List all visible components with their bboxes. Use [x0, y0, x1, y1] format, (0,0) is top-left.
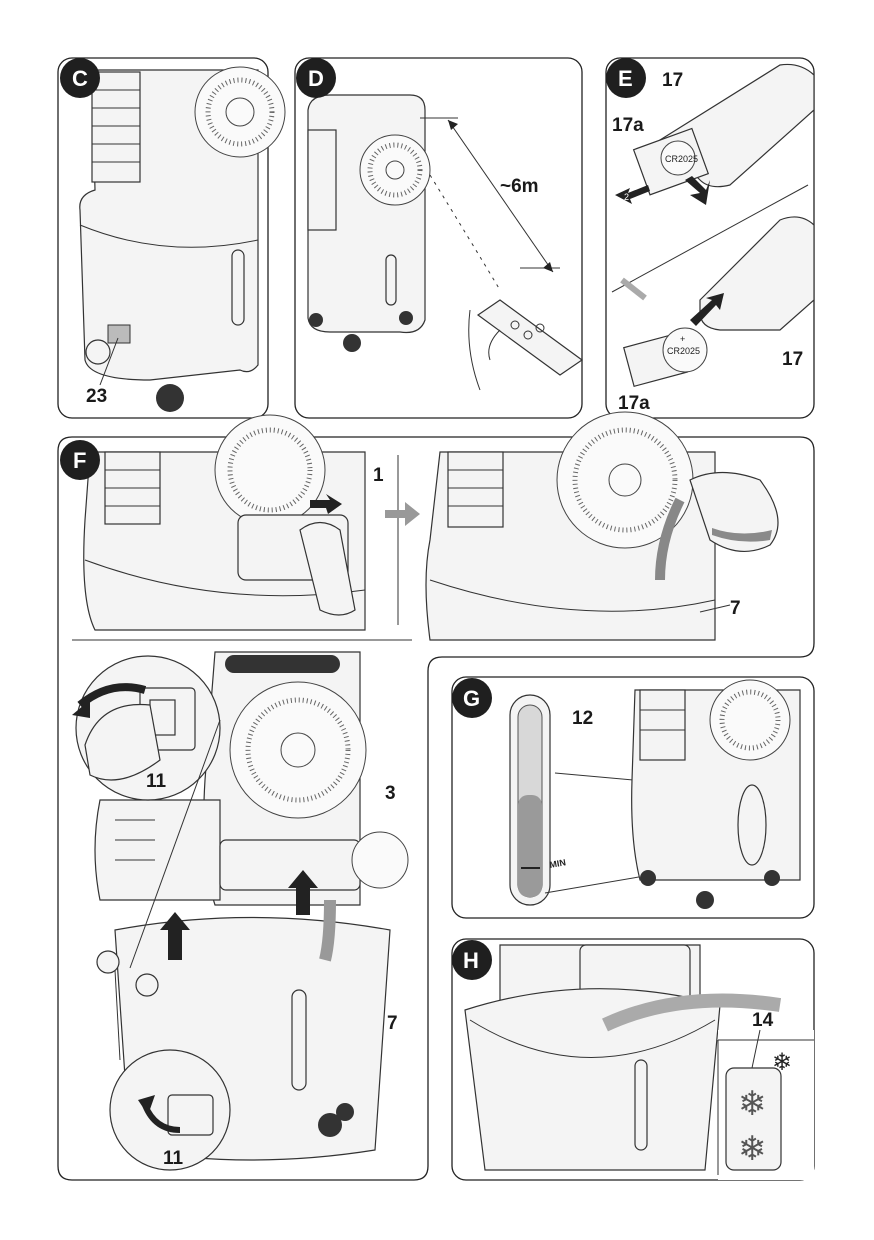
step-2: 2	[624, 192, 629, 202]
badge-d: D	[296, 58, 336, 98]
panel-d-frame	[294, 57, 583, 419]
svg-text:F: F	[73, 448, 86, 473]
cooler-and-remote-illustration-d	[307, 94, 584, 391]
min-label: MIN	[549, 857, 567, 870]
panel-c-frame	[57, 57, 269, 419]
badge-c: C	[60, 58, 100, 98]
callout-17-bottom: 17	[782, 349, 803, 370]
callout-17a-bottom: 17a	[618, 393, 650, 414]
remote-battery-illustration-e	[611, 63, 815, 388]
callout-7-bottom: 7	[387, 1013, 398, 1034]
step-1: 1	[678, 198, 683, 208]
snowflake-icon: ❄	[738, 1130, 767, 1168]
panel-g-frame	[451, 676, 815, 919]
ice-pack-illustration-h: ❄ ❄ ❄	[464, 944, 814, 1180]
callout-1: 1	[373, 465, 384, 486]
snowflake-icon: ❄	[772, 1049, 792, 1076]
callout-23: 23	[86, 386, 107, 407]
callout-14: 14	[752, 1010, 774, 1031]
svg-text:E: E	[618, 66, 633, 91]
svg-text:D: D	[308, 66, 324, 91]
badge-h: H	[452, 940, 492, 980]
badge-e: E	[606, 58, 646, 98]
battery-label-bottom: CR2025	[667, 346, 700, 356]
water-level-illustration-g	[509, 679, 801, 909]
cooler-illustration-c	[79, 66, 286, 412]
distance-label: ~6m	[500, 176, 539, 197]
callout-7-top: 7	[730, 598, 741, 619]
panel-f-frame	[57, 436, 815, 1181]
svg-text:H: H	[463, 948, 479, 973]
svg-text:C: C	[72, 66, 88, 91]
cooler-illustration-f-fill-water	[425, 411, 779, 641]
battery-plus: +	[680, 334, 685, 344]
callout-3: 3	[385, 783, 396, 804]
battery-label-top: CR2025	[665, 154, 698, 164]
callout-11-top: 11	[146, 771, 167, 792]
rating-label	[107, 324, 131, 344]
callout-17-top: 17	[662, 70, 683, 91]
callout-11-bottom: 11	[163, 1148, 184, 1169]
cooler-illustration-f-open-tank	[83, 414, 420, 631]
cooler-illustration-f-remove-tank	[72, 651, 409, 1171]
badge-g: G	[452, 678, 492, 718]
water-level-fill	[518, 795, 542, 897]
snowflake-icon: ❄	[738, 1085, 767, 1123]
badge-f: F	[60, 440, 100, 480]
svg-text:G: G	[463, 686, 480, 711]
callout-12: 12	[572, 708, 593, 729]
callout-17a-top: 17a	[612, 115, 644, 136]
